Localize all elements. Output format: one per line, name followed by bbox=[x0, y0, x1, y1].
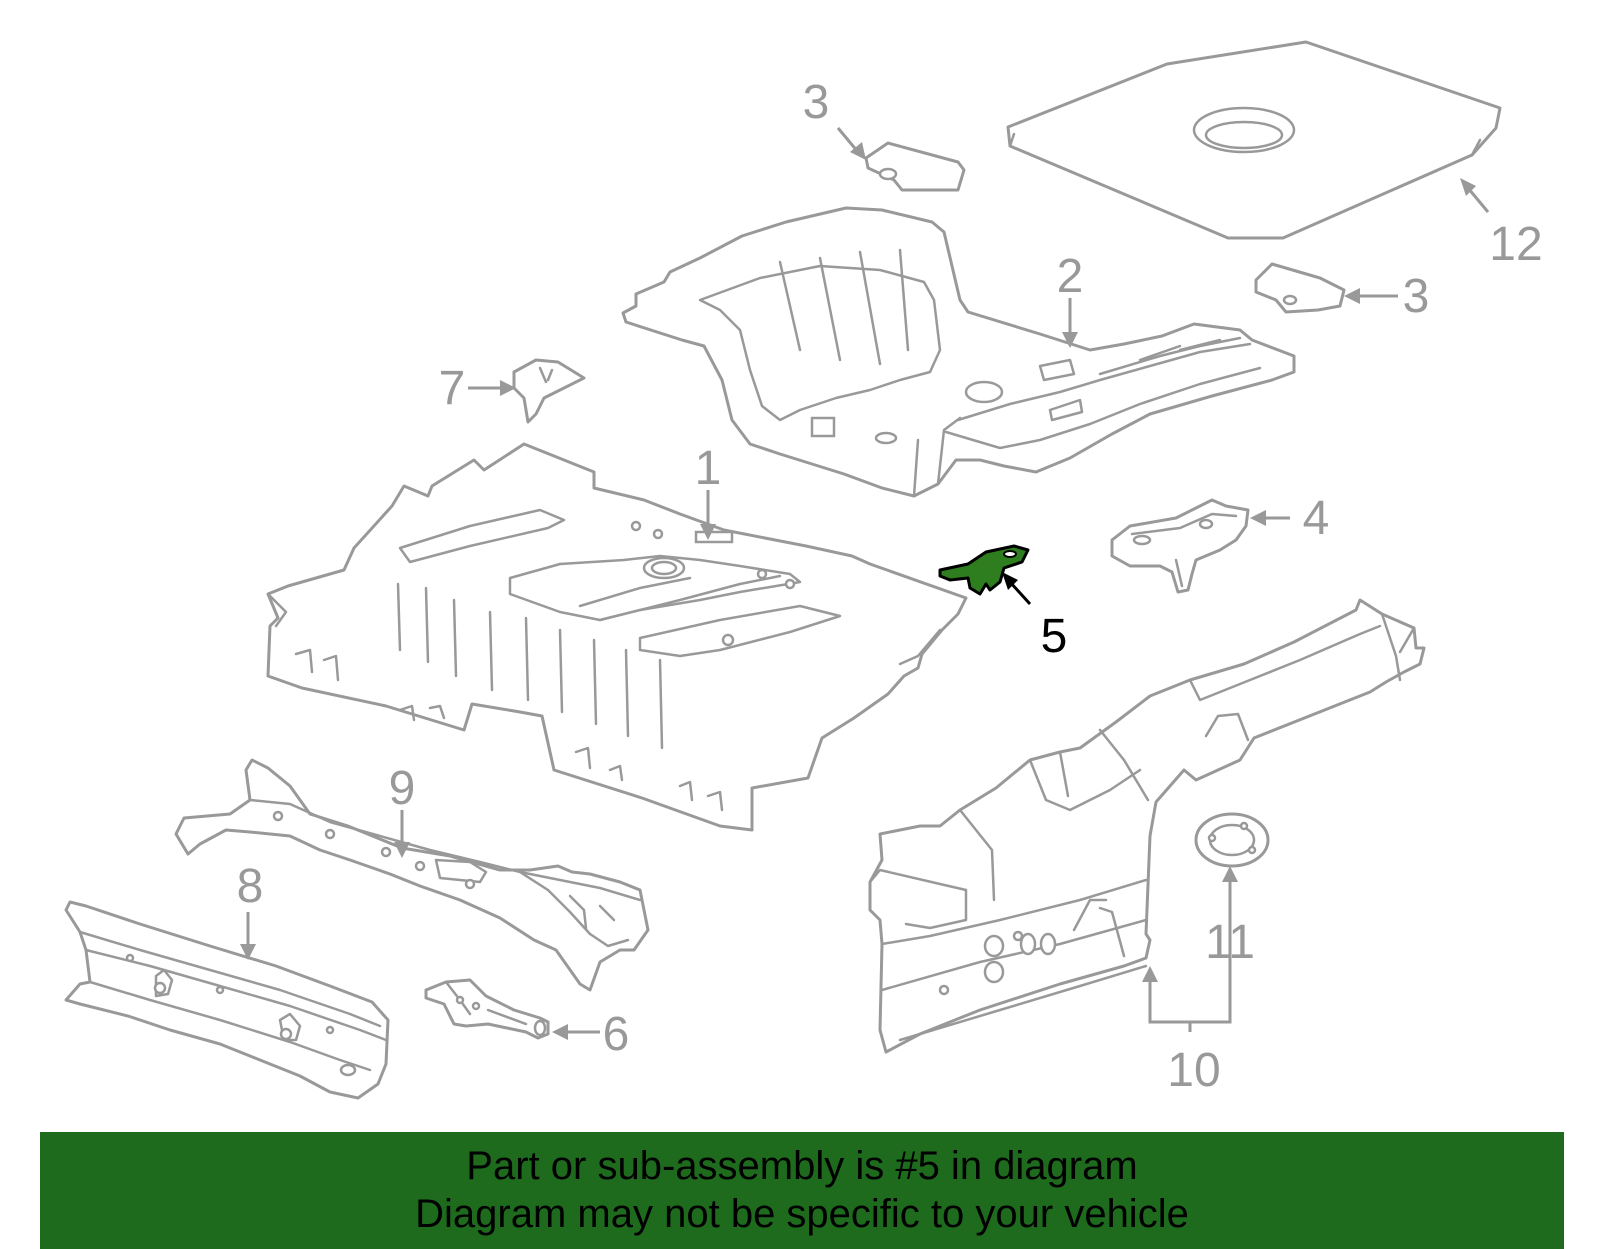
callout-6: 6 bbox=[603, 1008, 630, 1061]
callout-3-top: 3 bbox=[803, 76, 830, 129]
parts-diagram: 1 2 3 3 4 5 6 7 8 9 10 11 12 bbox=[64, 40, 1543, 1100]
part-11-grommet bbox=[1194, 812, 1270, 868]
callout-9: 9 bbox=[389, 762, 416, 815]
leader-lines bbox=[240, 127, 1490, 1040]
callout-10: 10 bbox=[1167, 1044, 1220, 1097]
part-10-rear-rail bbox=[868, 598, 1426, 1054]
callout-5: 5 bbox=[1041, 610, 1068, 663]
callout-7: 7 bbox=[439, 362, 466, 415]
part-3-bracket-right bbox=[1254, 262, 1346, 314]
callout-11: 11 bbox=[1205, 916, 1255, 969]
callout-4: 4 bbox=[1303, 492, 1330, 545]
callout-2: 2 bbox=[1057, 250, 1084, 303]
part-4-bracket bbox=[1110, 498, 1250, 594]
part-9-crossmember bbox=[174, 758, 650, 992]
part-5-highlighted bbox=[938, 544, 1030, 596]
banner-line-2: Diagram may not be specific to your vehi… bbox=[415, 1192, 1189, 1236]
callout-3-right: 3 bbox=[1403, 270, 1430, 323]
part-1-floor-assembly bbox=[266, 442, 968, 832]
part-7-bracket bbox=[512, 358, 586, 424]
info-banner: Part or sub-assembly is #5 in diagram Di… bbox=[40, 1132, 1564, 1249]
part-12-spare-tire-cover bbox=[1006, 40, 1502, 240]
callout-12: 12 bbox=[1489, 218, 1542, 271]
part-6-bracket bbox=[424, 978, 550, 1040]
callout-1: 1 bbox=[695, 442, 722, 495]
callout-8: 8 bbox=[237, 860, 264, 913]
part-8-rear-crossmember bbox=[64, 900, 390, 1100]
part-2-rear-floor-pan bbox=[621, 206, 1296, 498]
part-3-bracket-top bbox=[864, 141, 966, 192]
callout-labels: 1 2 3 3 4 5 6 7 8 9 10 11 12 bbox=[237, 76, 1543, 1097]
banner-line-1: Part or sub-assembly is #5 in diagram bbox=[466, 1144, 1138, 1188]
